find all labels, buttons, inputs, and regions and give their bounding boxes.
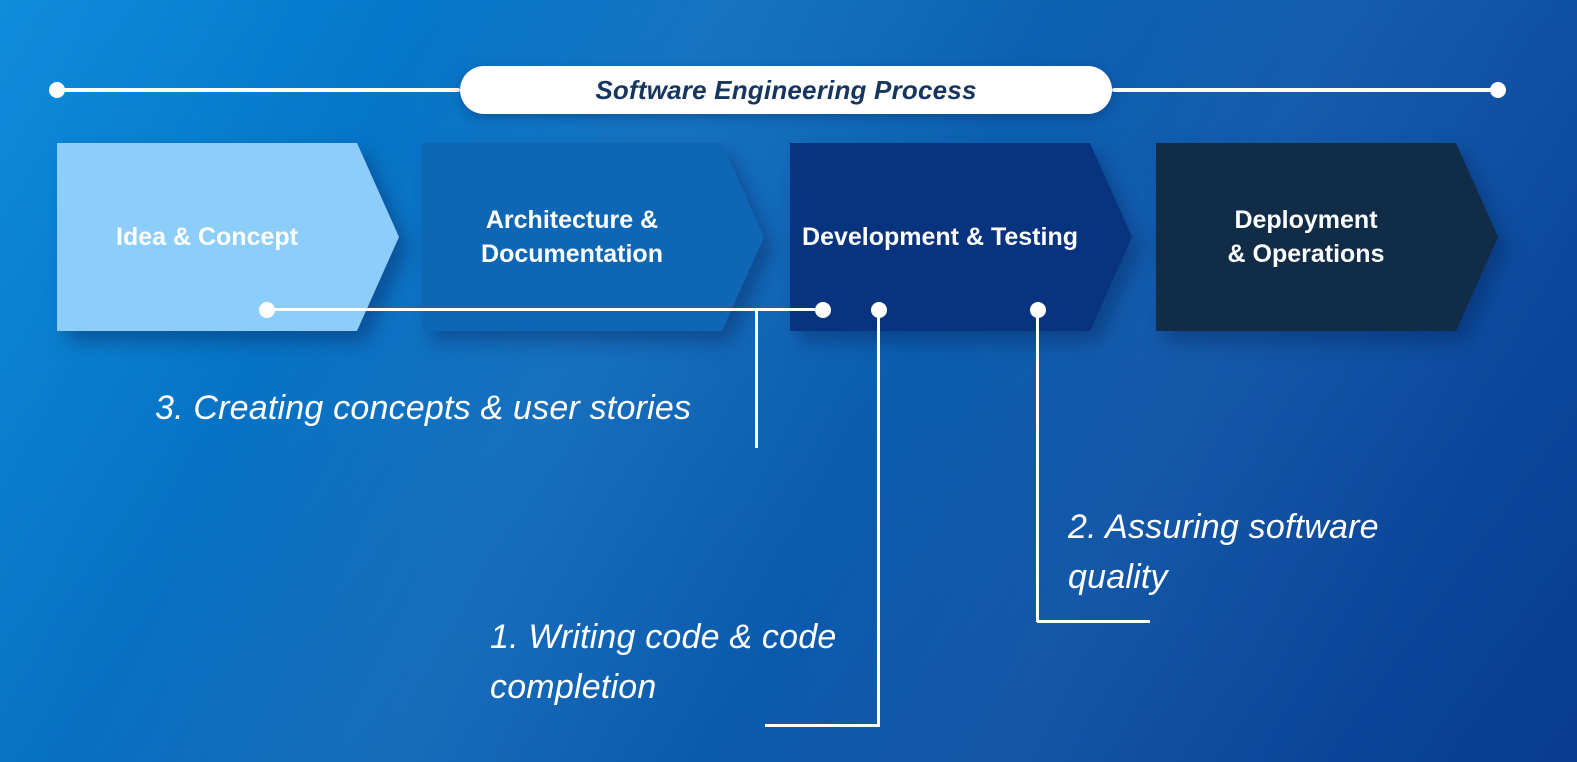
leader-line-writing-code-horizontal [765,724,879,727]
connector-dot-idea [259,302,275,318]
annotation-writing-code: 1. Writing code & code completion [490,618,837,706]
stage-arrow-architecture-documentation: Architecture & Documentation [422,143,764,331]
leader-line-writing-code-vertical [877,310,880,727]
stage-label-deployment-operations: Deployment & Operations [1227,206,1385,268]
arrow-shape: Idea & Concept [57,143,399,331]
connector-dot-development-left [815,302,831,318]
leader-line-concepts [755,310,758,448]
annotation-assuring-quality: 2. Assuring software quality [1068,508,1379,596]
stage-label-development-testing: Development & Testing [802,223,1078,251]
stage-arrow-deployment-operations: Deployment & Operations [1156,143,1498,331]
leader-line-quality-horizontal [1037,620,1150,623]
stage-label-architecture-documentation: Architecture & Documentation [481,206,663,268]
arrow-shape: Deployment & Operations [1156,143,1498,331]
rule-left-segment [57,88,460,92]
title-pill: Software Engineering Process [460,66,1112,114]
stage-arrow-development-testing: Development & Testing [790,143,1132,331]
arrow-shape: Development & Testing [790,143,1132,331]
rule-right-end-dot [1490,82,1506,98]
leader-line-quality-vertical [1036,310,1039,622]
connector-dot-quality [1030,302,1046,318]
diagram-title: Software Engineering Process [595,74,977,105]
arrow-shape: Architecture & Documentation [422,143,764,331]
annotation-creating-concepts: 3. Creating concepts & user stories [155,389,692,427]
stage-arrow-idea-concept: Idea & Concept [57,143,399,331]
rule-right-segment [1112,88,1502,92]
stage-label-idea-concept: Idea & Concept [116,223,298,251]
connector-main-horizontal [267,308,823,311]
connector-dot-writing-code [871,302,887,318]
